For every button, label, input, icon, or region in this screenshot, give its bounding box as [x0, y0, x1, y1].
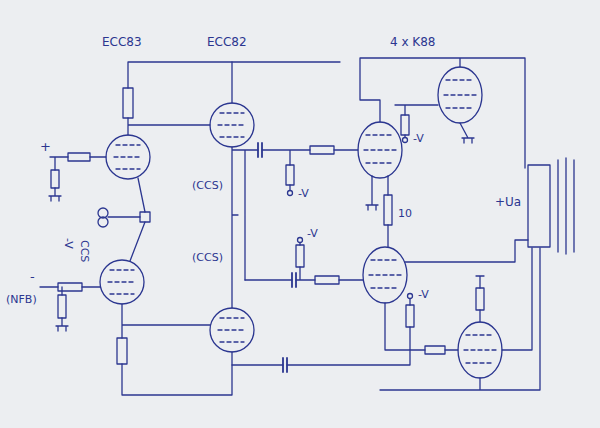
transformer-core — [558, 158, 574, 254]
resistor-symbol — [425, 346, 445, 354]
driver-wiring — [232, 62, 358, 308]
resistor-symbol — [384, 195, 392, 225]
cathode-wiring — [387, 176, 388, 247]
tube-type-label: ECC82 — [205, 36, 249, 49]
resistor-symbol — [58, 283, 82, 291]
driver-wiring — [232, 243, 410, 365]
ccs-label: (CCS) — [190, 252, 225, 264]
nfb-wiring — [40, 287, 100, 331]
resistor-symbol — [123, 88, 133, 118]
resistor-value: 10 — [396, 208, 414, 220]
ccs-symbol — [98, 217, 108, 227]
tube-type-label: ECC83 — [100, 36, 144, 49]
resistor-symbol — [406, 305, 414, 327]
terminal-dot — [408, 294, 413, 299]
supply-label: +Ua — [493, 196, 523, 209]
grid-wiring — [385, 299, 458, 350]
supply-label: -V — [416, 289, 431, 301]
resistor-symbol — [51, 170, 59, 188]
resistor-symbol — [296, 245, 304, 267]
terminal-dot — [288, 191, 293, 196]
output-wiring — [380, 248, 540, 390]
resistor-symbol — [286, 165, 294, 185]
supply-label: -V — [296, 188, 311, 200]
resistor-symbol — [58, 295, 66, 318]
plate-wiring — [122, 304, 232, 395]
electrode-lines — [108, 80, 496, 363]
resistor-symbol — [117, 338, 127, 364]
terminal-dot — [298, 238, 303, 243]
plate-wiring — [128, 62, 340, 135]
capacitor-symbol — [258, 143, 296, 372]
plate-wiring — [360, 58, 525, 168]
ccs-node — [140, 212, 150, 222]
resistor-symbol — [68, 153, 90, 161]
input-wiring — [49, 157, 106, 201]
nfb-label: (NFB) — [4, 294, 39, 306]
signal-polarity: - — [28, 270, 37, 284]
plate-wiring — [405, 240, 528, 262]
terminal-dot — [403, 138, 408, 143]
cathode-wiring — [108, 178, 145, 261]
resistor-symbol — [401, 115, 409, 135]
screen-wiring — [476, 276, 484, 322]
supply-label: -V — [411, 133, 426, 145]
ccs-label: CCS — [78, 238, 90, 264]
resistor-symbol — [310, 146, 334, 154]
transformer-symbol — [528, 165, 550, 247]
ground-symbol — [366, 176, 378, 210]
supply-label: -V — [305, 228, 320, 240]
ground-symbol — [460, 123, 474, 143]
resistor-symbol — [315, 276, 339, 284]
ccs-label: (CCS) — [190, 180, 225, 192]
resistor-symbol — [476, 288, 484, 310]
signal-polarity: + — [38, 140, 53, 154]
tube-type-label: 4 x K88 — [388, 36, 438, 49]
supply-label: -V — [62, 236, 74, 251]
